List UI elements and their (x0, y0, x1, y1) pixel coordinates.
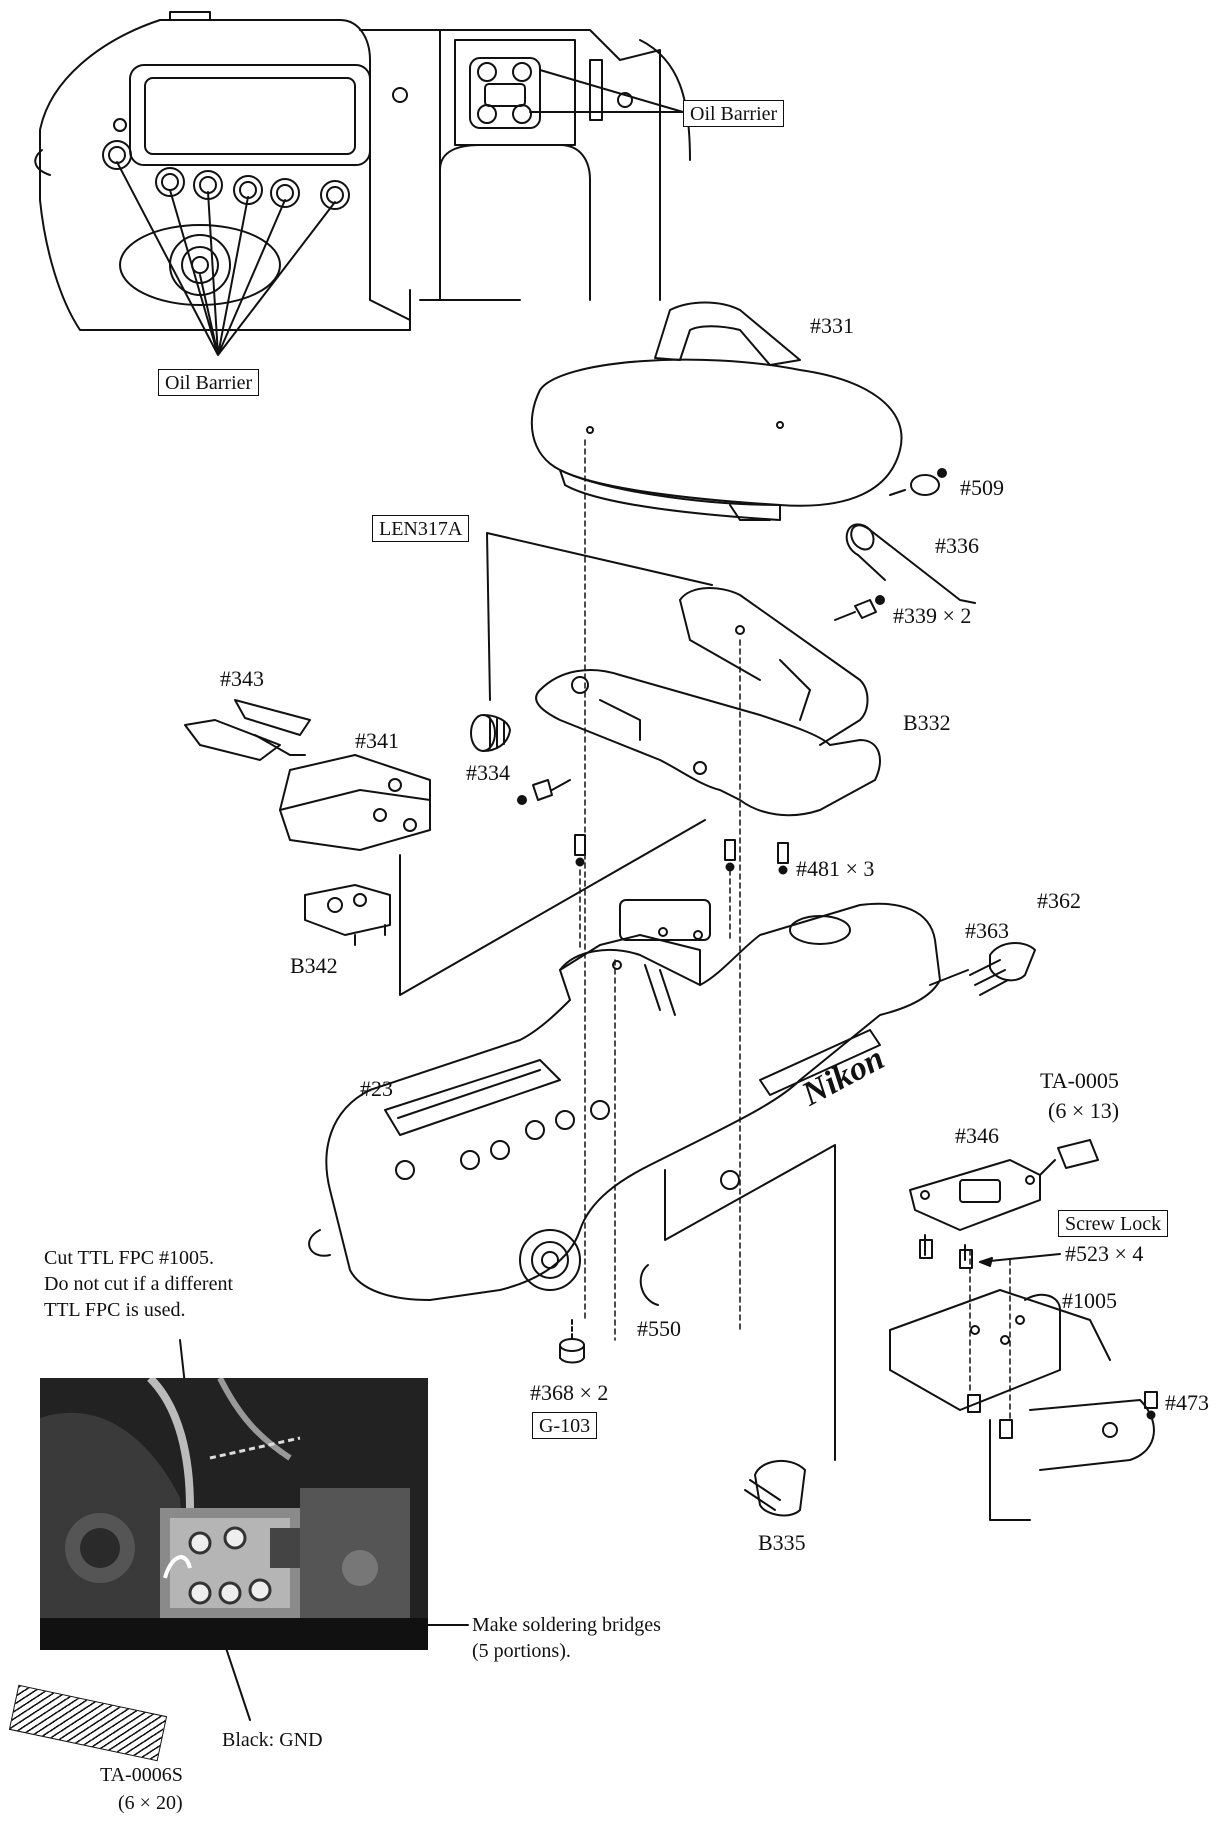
part-b342 (304, 884, 391, 946)
label-b335: B335 (758, 1530, 806, 1555)
part-341 (279, 754, 431, 851)
label-341: #341 (355, 728, 399, 753)
label-368: #368 × 2 (530, 1380, 609, 1405)
label-473: #473 (1165, 1390, 1209, 1415)
label-ta0006s-size: (6 × 20) (118, 1792, 183, 1814)
part-331-cover (530, 301, 903, 521)
label-ta0005-size: (6 × 13) (1048, 1098, 1120, 1123)
label-331: #331 (810, 313, 854, 338)
label-1005: #1005 (1062, 1288, 1117, 1313)
label-334: #334 (466, 760, 510, 785)
label-ta0006s: TA-0006S (100, 1764, 183, 1786)
note-cut-line1: Cut TTL FPC #1005. (44, 1247, 215, 1269)
part-b335 (744, 1459, 806, 1517)
part-481-screws (574, 834, 789, 875)
part-362-363 (929, 942, 1036, 996)
note-solder-line2: (5 portions). (472, 1640, 571, 1662)
note-cut-line3: TTL FPC is used. (44, 1299, 186, 1321)
photo-contents (40, 1378, 428, 1650)
label-23: #23 (360, 1076, 393, 1101)
label-336: #336 (935, 533, 979, 558)
label-b332: B332 (903, 710, 951, 735)
leader-cut-ttl (179, 1339, 186, 1386)
note-solder-line1: Make soldering bridges (472, 1614, 661, 1636)
part-b332-housing (535, 587, 881, 817)
pad-ta0005 (1057, 1139, 1099, 1169)
label-481: #481 × 3 (796, 856, 875, 881)
note-cut-ttl: Cut TTL FPC #1005. Do not cut if a diffe… (44, 1245, 233, 1323)
part-473 (1144, 1391, 1158, 1420)
part-334 (470, 714, 511, 752)
label-346: #346 (955, 1123, 999, 1148)
part-346 (909, 1159, 1056, 1261)
label-523: #523 × 4 (1065, 1241, 1144, 1266)
part-339-screw (834, 595, 885, 621)
photo-inset (40, 1378, 428, 1650)
label-509: #509 (960, 475, 1004, 500)
note-solder: Make soldering bridges (5 portions). (472, 1612, 661, 1664)
label-339: #339 × 2 (893, 603, 972, 628)
label-363: #363 (965, 918, 1009, 943)
note-black-gnd: Black: GND (222, 1729, 323, 1751)
callout-len317a: LEN317A (372, 515, 470, 542)
label-550: #550 (637, 1316, 681, 1341)
label-343: #343 (220, 666, 264, 691)
label-362: #362 (1037, 888, 1081, 913)
callout-screw-lock: Screw Lock (1058, 1210, 1169, 1237)
part-550-clip (639, 1264, 659, 1306)
callout-oil-barrier-top: Oil Barrier (683, 100, 785, 127)
part-1005-bracket (889, 1289, 1155, 1521)
callout-oil-barrier-left: Oil Barrier (158, 369, 260, 396)
part-368 (559, 1319, 585, 1364)
label-b342: B342 (290, 953, 338, 978)
label-ta0005: TA-0005 (1040, 1068, 1119, 1093)
callout-g103: G-103 (532, 1412, 598, 1439)
part-336-spring (845, 523, 976, 604)
part-343 (184, 699, 311, 761)
part-b332-screw (532, 779, 571, 801)
note-cut-line2: Do not cut if a different (44, 1273, 234, 1295)
part-23-body (308, 899, 941, 1301)
part-509-screw (889, 468, 947, 496)
top-inset-camera (34, 11, 691, 331)
part-523-screws (919, 1239, 1061, 1269)
